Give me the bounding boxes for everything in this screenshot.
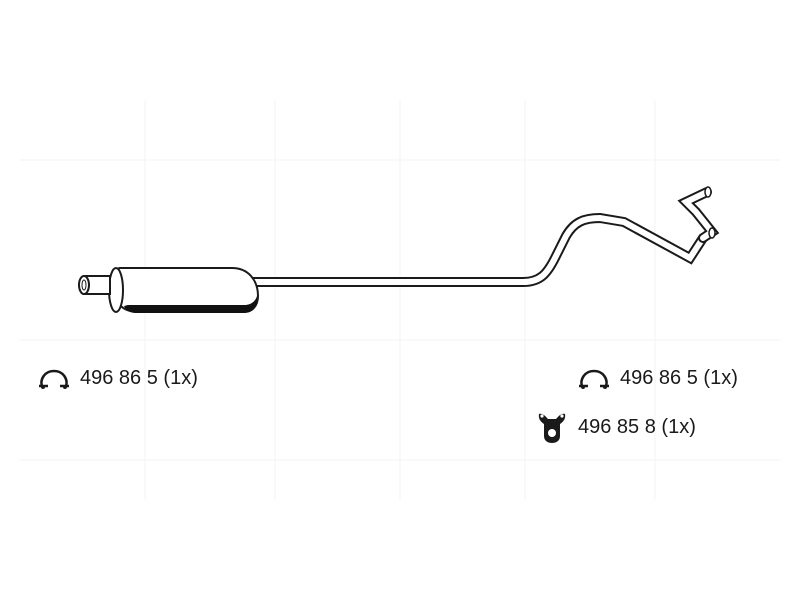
exhaust-pipe — [247, 186, 720, 287]
pipe-clamp-icon — [39, 369, 69, 389]
part-label-clamp-right: 496 86 5 (1x) — [578, 366, 738, 390]
part-number-text: 496 86 5 (1x) — [620, 366, 738, 389]
part-label-hanger-right: 496 85 8 (1x) — [536, 410, 696, 444]
inlet-pipe — [78, 275, 111, 295]
rubber-hanger-icon — [538, 413, 566, 443]
background-grid — [20, 100, 780, 500]
pipe-clamp-icon — [579, 369, 609, 389]
part-number-text: 496 86 5 (1x) — [80, 366, 198, 389]
middle-silencer — [108, 267, 260, 313]
part-number-text: 496 85 8 (1x) — [578, 415, 696, 438]
part-label-clamp-left: 496 86 5 (1x) — [38, 366, 198, 390]
